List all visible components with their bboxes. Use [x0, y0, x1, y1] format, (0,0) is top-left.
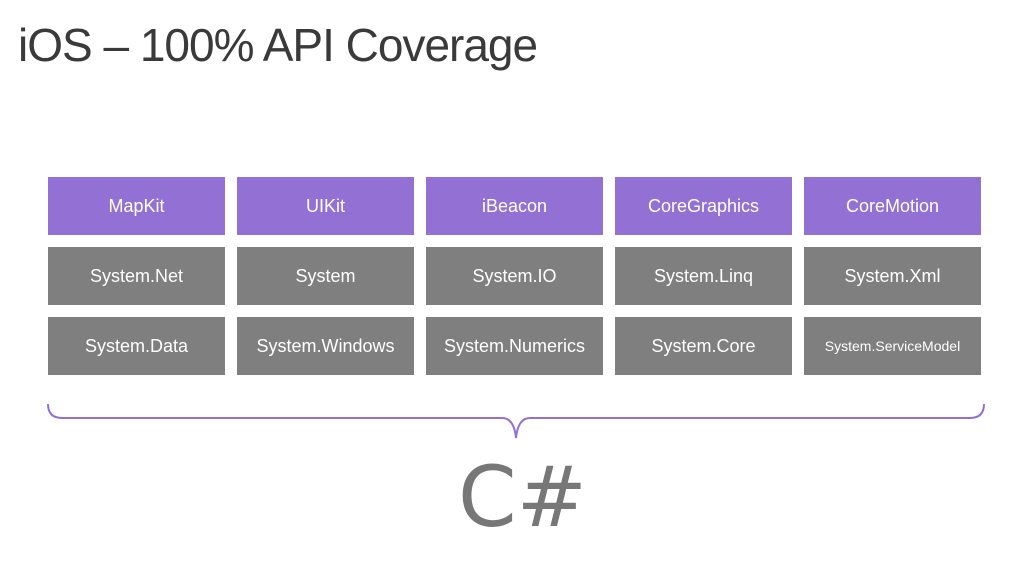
dotnet-api-box: System.Core: [615, 317, 792, 375]
ios-api-box: MapKit: [48, 177, 225, 235]
ios-api-box: iBeacon: [426, 177, 603, 235]
dotnet-api-box: System.Net: [48, 247, 225, 305]
dotnet-api-box: System.ServiceModel: [804, 317, 981, 375]
slide-title: iOS – 100% API Coverage: [18, 19, 538, 71]
dotnet-api-box: System.IO: [426, 247, 603, 305]
dotnet-api-box: System.Data: [48, 317, 225, 375]
ios-api-box: UIKit: [237, 177, 414, 235]
dotnet-api-box: System.Xml: [804, 247, 981, 305]
dotnet-api-box: System.Linq: [615, 247, 792, 305]
curly-brace: [47, 403, 985, 439]
api-grid: MapKit UIKit iBeacon CoreGraphics CoreMo…: [48, 177, 981, 375]
ios-api-box: CoreMotion: [804, 177, 981, 235]
dotnet-api-box: System.Windows: [237, 317, 414, 375]
csharp-label: C#: [458, 448, 588, 546]
ios-api-box: CoreGraphics: [615, 177, 792, 235]
dotnet-api-box: System: [237, 247, 414, 305]
dotnet-api-box: System.Numerics: [426, 317, 603, 375]
